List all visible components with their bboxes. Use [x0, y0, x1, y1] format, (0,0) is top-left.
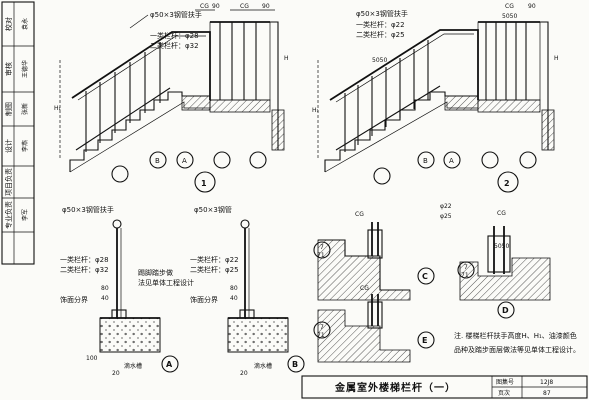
dim-80-B: 80	[230, 285, 238, 292]
dim-5050-D: 5050	[494, 243, 509, 250]
ref-71-D: 71	[461, 272, 469, 279]
dim-cg-2: CG	[505, 3, 514, 10]
label-class1-22-2: 一类栏杆：φ22	[356, 20, 405, 29]
dim-cg-D: CG	[497, 210, 506, 217]
detail-C-label: C	[422, 272, 428, 281]
h-label-2: H	[554, 55, 559, 62]
dim-90-1: 90	[212, 3, 220, 10]
tb-role-4: 项目负责	[4, 168, 13, 196]
drip-B: 滴水槽	[254, 362, 272, 370]
dim-cg-C: CG	[355, 211, 364, 218]
tb-sign-5: 李军	[21, 209, 29, 221]
atlas-value: 12J8	[540, 379, 553, 386]
tb-role-1: 审核	[4, 62, 13, 76]
dim-5050-2: 5050	[372, 57, 387, 64]
ref-7-C: 7	[320, 244, 324, 251]
tb-role-3: 设计	[4, 139, 13, 153]
detail-B: φ50×3钢管 一类栏杆：φ22 二类栏杆：φ25 饰面分界 80 40 20 …	[190, 205, 305, 377]
dim-40-B: 40	[230, 295, 238, 302]
general-note: 注. 楼梯栏杆扶手高度H、H₁、油漆颜色 品种及踏步面层做法等见单体工程设计。	[454, 331, 580, 354]
label-finish-B: 饰面分界	[190, 295, 218, 304]
detail-A: φ50×3钢管扶手 一类栏杆：φ28 二类栏杆：φ32 踢脚踏步做 法见单体工程…	[60, 205, 194, 377]
dim-80-A: 80	[101, 285, 109, 292]
label-class1-28-A: 一类栏杆：φ28	[60, 255, 109, 264]
title-block: 校对 袁永 审核 王德华 制图 张新 设计 李燕 项目负责 专业负责 李军	[1, 1, 35, 265]
label-class2-32-A: 二类栏杆：φ32	[60, 265, 109, 274]
ref-a-1: A	[182, 157, 187, 165]
h1-label-2: H₁	[312, 107, 320, 114]
label-pipe-B: φ50×3钢管	[194, 205, 232, 214]
tb-sign-2: 张新	[21, 103, 29, 115]
tb-role-0: 校对	[4, 17, 13, 31]
dim-20-B: 20	[240, 370, 248, 377]
detail-2-section: CG 90 5050 H	[477, 3, 559, 169]
atlas-label: 图集号	[496, 378, 514, 386]
ref-a-2: A	[449, 157, 454, 165]
label-class2-25-2: 二类栏杆：φ25	[356, 30, 405, 39]
detail-D-label: D	[502, 306, 509, 315]
h-label-1: H	[284, 55, 289, 62]
page-value: 87	[543, 390, 551, 397]
detail-2-marker	[497, 171, 519, 193]
label-class2-25-B: 二类栏杆：φ25	[190, 265, 239, 274]
note-line-1: 注. 楼梯栏杆扶手高度H、H₁、油漆颜色	[454, 331, 577, 340]
ref-7-E: 7	[320, 324, 324, 331]
footer-title-bar: 金属室外楼梯栏杆（一） 图集号 12J8 页次 87	[301, 375, 588, 399]
detail-1-elevation: φ50×3钢管扶手 一类栏杆：φ28 二类栏杆：φ32 CG 90 H₁ B A…	[54, 3, 220, 193]
tb-sign-1: 王德华	[21, 60, 29, 78]
label-nosing-A2: 法见单体工程设计	[138, 278, 194, 287]
detail-2-elevation: φ50×3钢管扶手 一类栏杆：φ22 二类栏杆：φ25 5050 H₁ B A …	[312, 9, 519, 193]
label-phi25-D: φ25	[440, 213, 452, 220]
label-handrail-A: φ50×3钢管扶手	[62, 205, 114, 214]
label-class1-28-1: 一类栏杆：φ28	[150, 31, 199, 40]
note-line-2: 品种及踏步面层做法等见单体工程设计。	[454, 345, 580, 354]
dim-cg-1: CG	[200, 3, 209, 10]
tb-role-2: 制图	[4, 102, 13, 116]
detail-2-number: 2	[504, 179, 510, 188]
drip-A: 滴水槽	[124, 362, 142, 370]
ref-b-2: B	[423, 157, 428, 165]
label-nosing-A1: 踢脚踏步做	[138, 268, 173, 277]
dim-20-A: 20	[112, 370, 120, 377]
ref-71-C: 71	[317, 252, 325, 259]
detail-B-label: B	[292, 360, 298, 369]
label-handrail-1: φ50×3钢管扶手	[150, 10, 202, 19]
page-label: 页次	[498, 389, 510, 397]
dim-40-A: 40	[101, 295, 109, 302]
dim-cg-1b: CG	[240, 3, 249, 10]
label-class2-32-1: 二类栏杆：φ32	[150, 41, 199, 50]
ref-7-D: 7	[464, 264, 468, 271]
label-class1-22-B: 一类栏杆：φ22	[190, 255, 239, 264]
label-finish-A: 饰面分界	[60, 295, 88, 304]
detail-D: φ22 φ25 CG 5050 7 71 D	[440, 203, 551, 319]
ref-b-1: B	[155, 157, 160, 165]
dim-90-2: 90	[528, 3, 536, 10]
label-phi22-D: φ22	[440, 203, 452, 210]
label-handrail-2: φ50×3钢管扶手	[356, 9, 408, 18]
drawing-title: 金属室外楼梯栏杆（一）	[334, 381, 456, 394]
tb-sign-3: 李燕	[21, 140, 29, 152]
detail-C: CG 7 71 C	[313, 211, 435, 301]
detail-1-marker	[194, 171, 216, 193]
dim-cg-E: CG	[360, 285, 369, 292]
detail-A-label: A	[166, 360, 173, 369]
ref-71-E: 71	[317, 332, 325, 339]
tb-sign-0: 袁永	[21, 18, 29, 30]
dim-5050-2b: 5050	[502, 13, 517, 20]
detail-1-number: 1	[201, 179, 207, 188]
detail-1-section: CG 90 H	[209, 3, 289, 169]
detail-E-label: E	[422, 336, 427, 345]
dim-100-A: 100	[86, 355, 98, 362]
h1-label-1: H₁	[54, 105, 62, 112]
detail-E: CG 7 71 E	[313, 285, 435, 363]
dim-90-1b: 90	[262, 3, 270, 10]
tb-role-5: 专业负责	[4, 201, 13, 229]
